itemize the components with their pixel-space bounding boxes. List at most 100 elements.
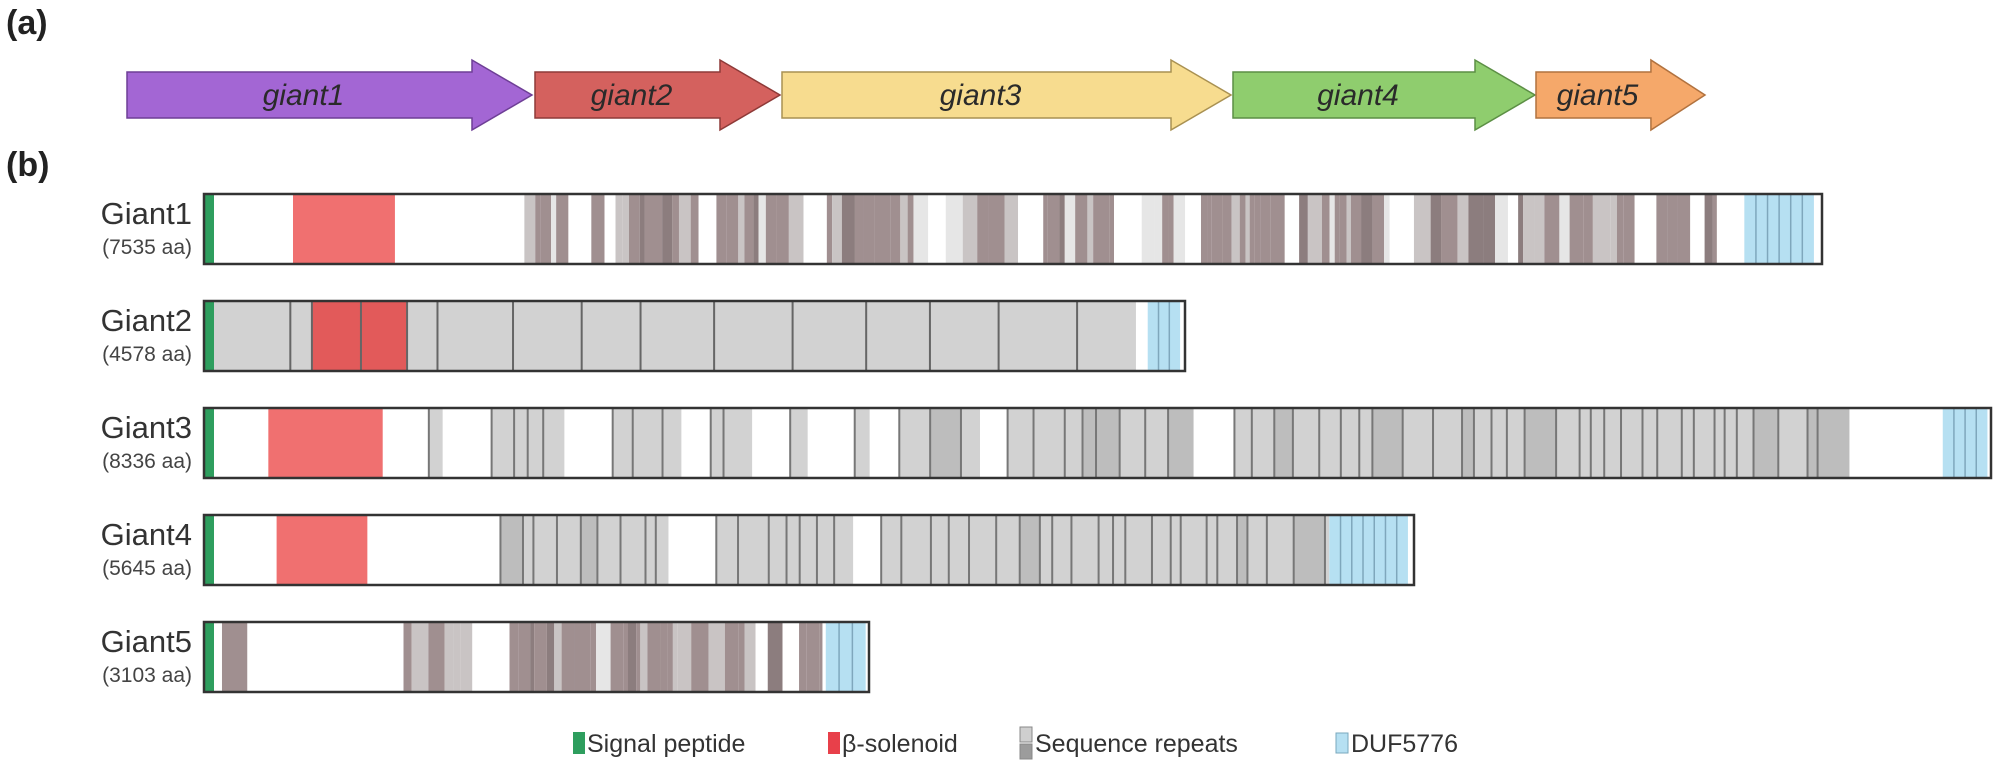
repeat-segment xyxy=(768,515,787,585)
repeat-segment xyxy=(610,622,624,692)
repeat-segment xyxy=(1433,408,1463,478)
legend-item-repeats: Sequence repeats xyxy=(1019,726,1238,760)
protein-giant5: Giant5(3103 aa) xyxy=(101,620,871,694)
protein-outline xyxy=(202,406,1993,480)
repeat-segment xyxy=(807,408,834,478)
gene-arrow-giant3: giant3 xyxy=(781,58,1233,132)
gene-arrow-shape xyxy=(1535,58,1707,132)
repeat-segment xyxy=(816,194,827,264)
repeat-segment xyxy=(556,194,569,264)
repeat-segment xyxy=(540,194,552,264)
repeat-segment xyxy=(1523,194,1535,264)
repeat-segment xyxy=(678,194,691,264)
repeat-segment xyxy=(597,515,621,585)
signal-peptide xyxy=(204,194,214,264)
beta-solenoid-domain xyxy=(268,408,383,478)
repeat-segment xyxy=(546,622,555,692)
repeat-segment xyxy=(738,515,769,585)
protein-giant4: Giant4 (5645 aa) xyxy=(101,513,1416,587)
repeat-segment xyxy=(1260,194,1271,264)
repeat-segment xyxy=(1217,408,1235,478)
repeat-segment xyxy=(1621,408,1643,478)
repeat-segment xyxy=(1638,194,1657,264)
repeat-segment xyxy=(596,622,611,692)
repeat-segment xyxy=(1207,194,1212,264)
repeat-segment xyxy=(586,408,613,478)
repeat-segment xyxy=(662,194,673,264)
repeat-segment xyxy=(668,515,680,585)
gene-arrow-shape xyxy=(126,58,534,132)
legend-swatch-repeats-light xyxy=(1019,726,1033,743)
repeat-segment xyxy=(832,194,842,264)
repeat-segment xyxy=(1234,408,1252,478)
legend-swatch-repeats-dark xyxy=(1019,743,1033,760)
repeat-segment xyxy=(1211,194,1223,264)
repeat-segment xyxy=(869,408,900,478)
repeat-segment xyxy=(1154,194,1163,264)
repeat-segment xyxy=(1704,194,1713,264)
duf5776-domain xyxy=(1329,515,1408,585)
repeat-segments xyxy=(499,515,1330,585)
repeat-segment xyxy=(1457,194,1469,264)
repeat-segment xyxy=(1307,194,1322,264)
repeat-segment xyxy=(1162,194,1169,264)
repeat-segment xyxy=(698,194,717,264)
repeat-segment xyxy=(782,622,800,692)
repeat-segment xyxy=(1185,194,1201,264)
repeat-segment xyxy=(1004,194,1019,264)
repeat-segment xyxy=(765,194,777,264)
repeat-segment xyxy=(841,194,855,264)
repeat-segment xyxy=(527,408,544,478)
protein-outline xyxy=(202,620,871,694)
repeat-segment xyxy=(1506,408,1525,478)
repeat-segment xyxy=(1372,194,1385,264)
repeat-segment xyxy=(514,408,528,478)
repeat-segment xyxy=(1495,194,1508,264)
repeat-segment xyxy=(752,408,775,478)
gene-label: giant4 xyxy=(1317,79,1399,112)
repeat-segment xyxy=(1817,408,1850,478)
repeat-segment xyxy=(561,622,575,692)
repeat-segment xyxy=(679,515,696,585)
gene-label: giant5 xyxy=(1557,79,1639,112)
repeat-segment xyxy=(1610,194,1617,264)
panel-b-label: (b) xyxy=(6,146,49,184)
signal-peptide xyxy=(204,408,214,478)
repeat-segment xyxy=(1168,194,1174,264)
protein-name: Giant4 xyxy=(101,517,192,552)
protein-length: (5645 aa) xyxy=(102,557,192,580)
repeat-segment xyxy=(564,408,576,478)
repeat-segment xyxy=(834,515,854,585)
repeat-segment xyxy=(1292,408,1320,478)
repeat-segment xyxy=(901,515,931,585)
repeat-segment xyxy=(913,194,929,264)
repeat-segment xyxy=(1052,515,1072,585)
repeat-segment xyxy=(1125,515,1152,585)
repeat-segment xyxy=(809,194,817,264)
repeat-segment xyxy=(1534,194,1545,264)
protein-giant2: Giant2(4578 aa) xyxy=(101,299,1187,373)
repeat-segment xyxy=(1714,408,1725,478)
repeat-segment xyxy=(695,515,717,585)
repeat-segment xyxy=(500,515,523,585)
gene-arrow-shape xyxy=(534,58,782,132)
repeat-segment xyxy=(994,408,1008,478)
repeat-segment xyxy=(1075,194,1088,264)
repeat-segment xyxy=(799,515,817,585)
repeat-segment xyxy=(1807,408,1818,478)
repeat-segment xyxy=(533,515,557,585)
repeat-segment xyxy=(690,194,699,264)
repeat-segment xyxy=(726,194,739,264)
gene-label: giant2 xyxy=(591,79,673,112)
repeat-segment xyxy=(724,622,739,692)
repeat-segment xyxy=(948,515,970,585)
duf5776-domain xyxy=(825,622,866,692)
repeat-segment xyxy=(1579,408,1591,478)
repeat-segment xyxy=(576,194,592,264)
repeat-segment xyxy=(738,194,745,264)
repeat-segment xyxy=(672,194,679,264)
legend-label-repeats: Sequence repeats xyxy=(1035,730,1238,758)
repeat-segment xyxy=(472,622,482,692)
repeat-segment xyxy=(1413,194,1431,264)
